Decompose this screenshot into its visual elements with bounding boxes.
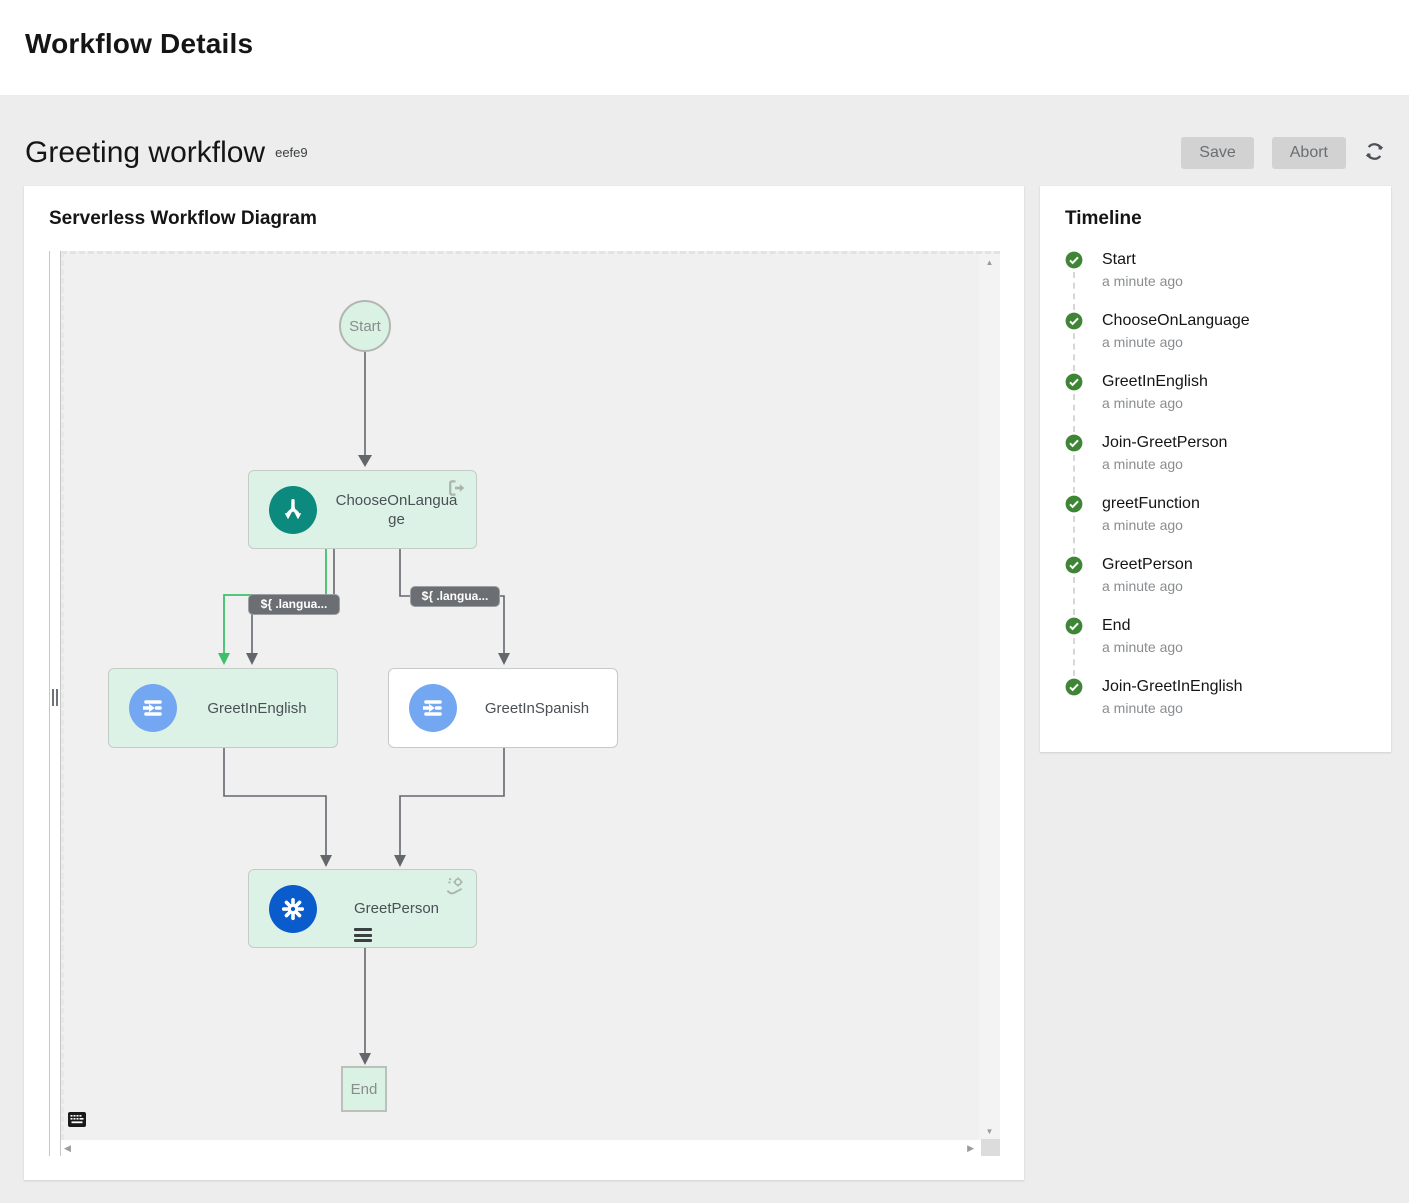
workflow-id-badge: eefe9	[275, 145, 308, 160]
keyboard-shortcuts-icon[interactable]	[68, 1112, 86, 1132]
gutter-grip-icon[interactable]	[52, 689, 58, 706]
scroll-left-icon[interactable]: ◀	[64, 1143, 71, 1154]
diagram-body: ${ .langua... ${ .langua... Start	[49, 251, 1000, 1156]
node-end-label: End	[351, 1081, 378, 1098]
horizontal-scrollbar[interactable]: ◀ ▶	[61, 1140, 1000, 1156]
timeline-item-label: Join-GreetInEnglish	[1102, 677, 1367, 697]
timeline-item-time: a minute ago	[1102, 272, 1367, 290]
timeline-item-label: Start	[1102, 250, 1367, 270]
canvas-column: ${ .langua... ${ .langua... Start	[61, 251, 1000, 1156]
inject-state-icon	[129, 684, 177, 732]
timeline-item: greetFunction a minute ago	[1065, 494, 1367, 555]
timeline-item: ChooseOnLanguage a minute ago	[1065, 311, 1367, 372]
check-circle-icon	[1065, 556, 1083, 579]
workflow-title-row: Greeting workflow eefe9 Save Abort	[0, 95, 1409, 185]
scrollbar-corner	[981, 1139, 1000, 1156]
diagram-panel-title: Serverless Workflow Diagram	[49, 208, 1000, 230]
content-row: Serverless Workflow Diagram	[0, 186, 1409, 1180]
check-circle-icon	[1065, 373, 1083, 396]
check-circle-icon	[1065, 434, 1083, 457]
timeline-title: Timeline	[1065, 208, 1367, 230]
timeline-item-label: greetFunction	[1102, 494, 1367, 514]
timeline-item-label: GreetPerson	[1102, 555, 1367, 575]
check-circle-icon	[1065, 678, 1083, 701]
workflow-canvas[interactable]: ${ .langua... ${ .langua... Start	[61, 251, 1000, 1140]
diagram-panel: Serverless Workflow Diagram	[24, 186, 1024, 1180]
service-call-icon	[445, 876, 467, 902]
timeline-item-time: a minute ago	[1102, 638, 1367, 656]
workflow-name: Greeting workflow	[25, 136, 265, 170]
node-label: GreetInEnglish	[177, 699, 337, 718]
node-start[interactable]: Start	[339, 300, 391, 352]
node-end[interactable]: End	[341, 1066, 387, 1112]
timeline-list: Start a minute ago ChooseOnLanguage a mi…	[1065, 250, 1367, 738]
timeline-item-time: a minute ago	[1102, 394, 1367, 412]
inject-state-icon	[409, 684, 457, 732]
check-circle-icon	[1065, 312, 1083, 335]
panel-resize-gutter[interactable]	[49, 251, 61, 1156]
timeline-item: Join-GreetInEnglish a minute ago	[1065, 677, 1367, 738]
check-circle-icon	[1065, 495, 1083, 518]
timeline-item: End a minute ago	[1065, 616, 1367, 677]
timeline-item: Join-GreetPerson a minute ago	[1065, 433, 1367, 494]
timeline-item: GreetInEnglish a minute ago	[1065, 372, 1367, 433]
operation-gear-icon	[269, 885, 317, 933]
scroll-up-icon[interactable]: ▲	[979, 258, 1000, 267]
timeline-item-time: a minute ago	[1102, 455, 1367, 473]
node-greet-in-english[interactable]: GreetInEnglish	[108, 668, 338, 748]
node-greet-in-spanish[interactable]: GreetInSpanish	[388, 668, 618, 748]
timeline-item-time: a minute ago	[1102, 577, 1367, 595]
timeline-item: Start a minute ago	[1065, 250, 1367, 311]
scroll-down-icon[interactable]: ▼	[979, 1127, 1000, 1136]
timeline-item: GreetPerson a minute ago	[1065, 555, 1367, 616]
sign-out-icon	[447, 479, 467, 502]
check-circle-icon	[1065, 251, 1083, 274]
page-title: Workflow Details	[25, 28, 1384, 60]
timeline-item-time: a minute ago	[1102, 333, 1367, 351]
check-circle-icon	[1065, 617, 1083, 640]
node-label: GreetInSpanish	[457, 699, 617, 718]
node-choose-on-language[interactable]: ChooseOnLanguage	[248, 470, 477, 549]
save-button[interactable]: Save	[1181, 137, 1253, 169]
edge-label-language-spanish: ${ .langua...	[411, 587, 499, 606]
abort-button[interactable]: Abort	[1272, 137, 1346, 169]
timeline-panel: Timeline Start a minute ago Ch	[1040, 186, 1391, 752]
refresh-icon	[1364, 141, 1385, 165]
timeline-item-label: ChooseOnLanguage	[1102, 311, 1367, 331]
scroll-right-icon[interactable]: ▶	[967, 1143, 974, 1154]
switch-state-icon	[269, 486, 317, 534]
refresh-button[interactable]	[1364, 141, 1385, 165]
workflow-actions: Save Abort	[1181, 137, 1385, 169]
expand-actions-icon[interactable]	[354, 926, 372, 943]
app-header: Workflow Details	[0, 0, 1409, 95]
timeline-item-label: Join-GreetPerson	[1102, 433, 1367, 453]
timeline-item-label: GreetInEnglish	[1102, 372, 1367, 392]
node-start-label: Start	[349, 318, 381, 335]
edge-label-language-english: ${ .langua...	[249, 595, 339, 614]
timeline-item-label: End	[1102, 616, 1367, 636]
node-greet-person[interactable]: GreetPerson	[248, 869, 477, 948]
timeline-item-time: a minute ago	[1102, 516, 1367, 534]
vertical-scrollbar[interactable]: ▲ ▼	[979, 254, 1000, 1140]
timeline-item-time: a minute ago	[1102, 699, 1367, 717]
